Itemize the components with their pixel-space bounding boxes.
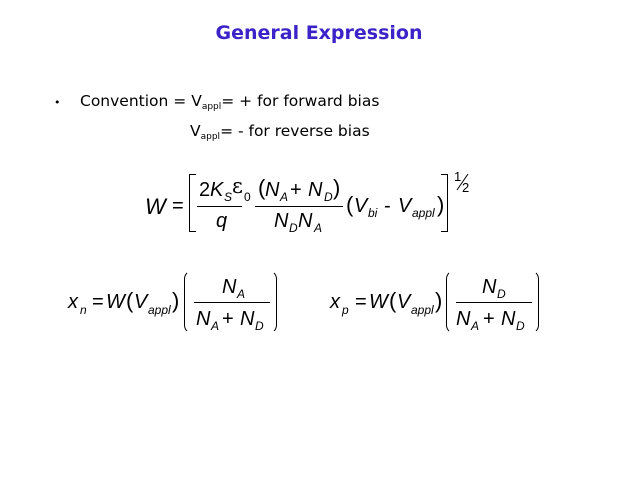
na-symbol: N [456,308,471,330]
close-paren: ) [437,192,445,217]
vappl-subscript: appl [148,303,171,317]
convention-line-forward: Convention = Vappl= + for forward bias [80,92,380,112]
coefficient-two: 2 [199,179,211,201]
na-symbol: N [222,276,237,298]
convention-text: = + for forward bias [221,92,380,110]
open-paren: ( [258,175,266,200]
epsilon-subscript: 0 [244,190,251,204]
nd-symbol: N [501,308,516,330]
nd-subscript: D [516,319,525,333]
na-symbol: N [196,308,211,330]
open-paren: ( [126,288,134,313]
fraction-bar [255,206,343,207]
fraction-bar [197,206,242,207]
xp-subscript: p [342,303,349,317]
v-symbol: V [397,291,411,313]
nd-symbol: N [308,179,323,201]
na-subscript: A [237,287,246,301]
v-symbol: V [134,291,148,313]
close-paren: ) [333,175,341,200]
q-symbol: q [216,210,228,232]
minus-sign: - [384,195,391,217]
appl-subscript: appl [201,102,222,112]
exponent-denominator: 2 [462,180,470,195]
right-big-paren [528,270,539,334]
nd-subscript: D [255,319,264,333]
vappl-subscript: appl [412,206,435,220]
k-subscript: S [224,190,233,204]
vappl-subscript: appl [411,303,434,317]
exponent-numerator: 1 [454,169,462,184]
w-symbol: W [145,194,166,219]
v-symbol: V [398,195,412,217]
convention-text: V [190,122,201,140]
close-paren: ) [435,288,443,313]
convention-line-reverse: Vappl= - for reverse bias [190,122,370,142]
k-symbol: K [210,179,224,201]
v-symbol: V [354,195,368,217]
close-paren: ) [172,288,180,313]
appl-subscript: appl [200,132,221,142]
x-symbol: x [330,291,340,313]
equals-sign: = [172,195,184,217]
exponent-slash [456,173,469,191]
convention-text: Convention = V [80,92,202,110]
slide-title: General Expression [215,22,423,44]
nd-symbol: N [240,308,255,330]
vbi-subscript: bi [368,206,378,220]
fraction-bar [194,302,270,303]
right-big-paren [266,270,277,334]
nd-symbol: N [482,276,497,298]
left-big-paren [184,270,195,334]
na-symbol: N [265,179,280,201]
w-symbol: W [106,291,125,313]
fraction-bar [456,302,532,303]
bullet-point: • [54,96,61,109]
plus-sign: + [483,308,495,330]
epsilon-symbol: ε [232,174,243,198]
equals-sign: = [92,291,104,313]
open-paren: ( [346,192,354,217]
open-paren: ( [389,288,397,313]
na-subscript: A [471,319,480,333]
nd-subscript: D [289,221,298,235]
nd-subscript: D [497,287,506,301]
right-bracket [441,174,448,232]
plus-sign: + [222,308,234,330]
convention-text: = - for reverse bias [220,122,370,140]
xn-subscript: n [80,303,87,317]
x-symbol: x [68,291,78,313]
equals-sign: = [355,291,367,313]
plus-sign: + [290,179,302,201]
na-symbol: N [298,210,313,232]
nd-symbol: N [274,210,289,232]
na-subscript: A [211,319,220,333]
na-subscript: A [280,190,289,204]
left-bracket [189,174,196,232]
w-symbol: W [369,291,388,313]
nd-subscript: D [324,190,333,204]
left-big-paren [446,270,457,334]
na-subscript: A [314,221,323,235]
